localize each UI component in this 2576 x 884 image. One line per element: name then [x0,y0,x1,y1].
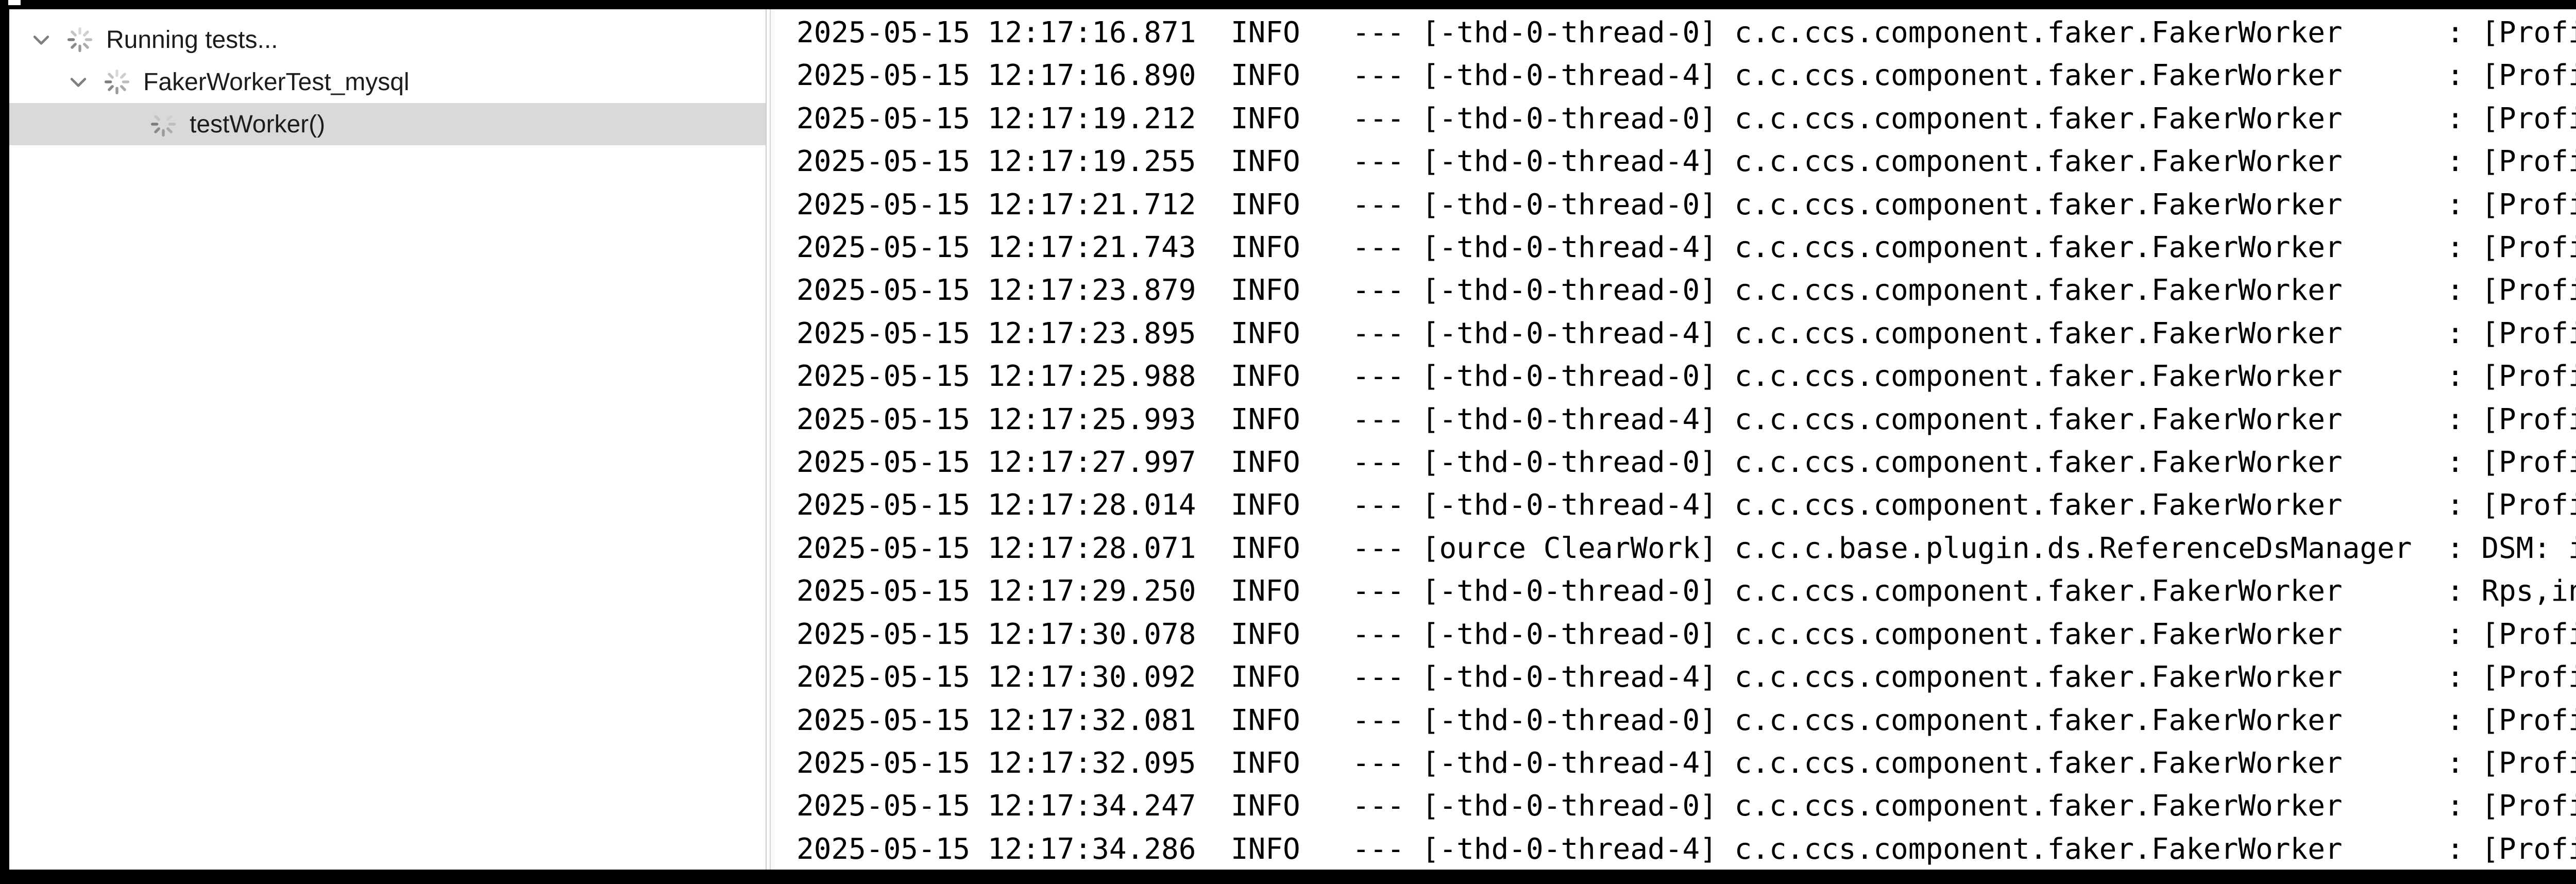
tree-item-testworker[interactable]: testWorker() [9,103,766,145]
log-line: 2025-05-15 12:17:34.286 INFO --- [-thd-0… [796,832,2576,866]
log-line: 2025-05-15 12:17:16.890 INFO --- [-thd-0… [796,59,2576,93]
chevron-down-icon[interactable] [30,28,53,51]
log-line: 2025-05-15 12:17:32.081 INFO --- [-thd-0… [796,703,2576,737]
tree-item-label: Running tests... [106,26,278,54]
spinner-icon [103,68,131,96]
tree-item-running-tests[interactable]: Running tests... [9,19,766,61]
log-line: 2025-05-15 12:17:25.988 INFO --- [-thd-0… [796,360,2576,394]
log-line: 2025-05-15 12:17:28.071 INFO --- [ource … [796,531,2576,565]
log-line: 2025-05-15 12:17:27.997 INFO --- [-thd-0… [796,446,2576,480]
log-line: 2025-05-15 12:17:19.212 INFO --- [-thd-0… [796,101,2576,135]
log-line: 2025-05-15 12:17:29.250 INFO --- [-thd-0… [796,574,2576,608]
log-line: 2025-05-15 12:17:34.247 INFO --- [-thd-0… [796,789,2576,823]
log-line: 2025-05-15 12:17:19.255 INFO --- [-thd-0… [796,145,2576,179]
tree-item-label: FakerWorkerTest_mysql [143,68,410,96]
panel-divider-scrollbar[interactable] [767,9,776,870]
test-runner-window: Running tests... FakerWorkerTe [9,9,2576,870]
chevron-down-icon[interactable] [67,71,90,93]
tree-item-label: testWorker() [190,110,326,138]
log-line: 2025-05-15 12:17:32.095 INFO --- [-thd-0… [796,746,2576,780]
tree-item-fakerworkertest-mysql[interactable]: FakerWorkerTest_mysql [9,61,766,103]
log-line: 2025-05-15 12:17:23.895 INFO --- [-thd-0… [796,316,2576,350]
log-line: 2025-05-15 12:17:23.879 INFO --- [-thd-0… [796,274,2576,308]
spinner-icon [66,26,94,54]
log-line: 2025-05-15 12:17:25.993 INFO --- [-thd-0… [796,402,2576,436]
log-line: 2025-05-15 12:17:30.092 INFO --- [-thd-0… [796,660,2576,694]
console-log-panel[interactable]: 2025-05-15 12:17:16.871 INFO --- [-thd-0… [775,9,2576,870]
spinner-icon [149,110,177,138]
log-line: 2025-05-15 12:17:30.078 INFO --- [-thd-0… [796,617,2576,651]
log-line: 2025-05-15 12:17:21.712 INFO --- [-thd-0… [796,188,2576,222]
test-tree-panel: Running tests... FakerWorkerTe [9,9,767,870]
log-line: 2025-05-15 12:17:28.014 INFO --- [-thd-0… [796,488,2576,522]
log-line: 2025-05-15 12:17:16.871 INFO --- [-thd-0… [796,16,2576,49]
screen-corner-notch [8,0,21,5]
log-line: 2025-05-15 12:17:21.743 INFO --- [-thd-0… [796,231,2576,265]
